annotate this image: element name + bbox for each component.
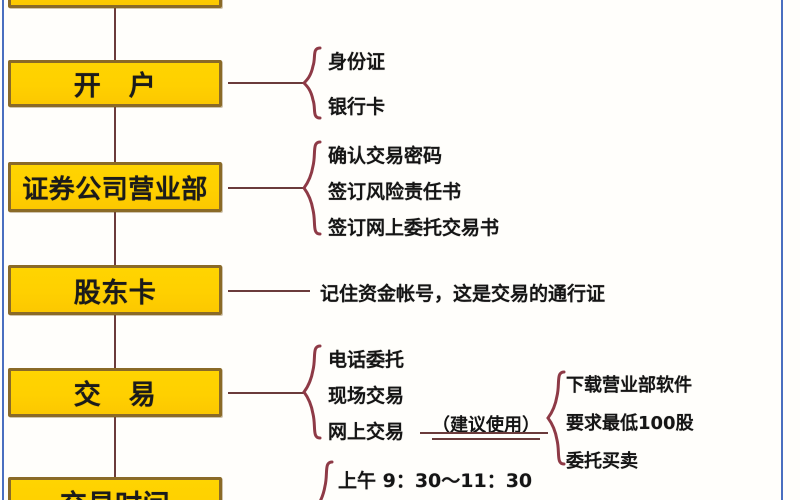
leaf-onsite-trade: 现场交易: [328, 385, 405, 407]
connector-branch-to-card: [114, 212, 116, 265]
lead-line-brokerage-branch: [228, 187, 304, 189]
node-trading-hours[interactable]: 交易时间: [8, 477, 222, 500]
node-brokerage-branch-label: 证券公司营业部: [22, 174, 208, 205]
node-trading-hours-label: 交易时间: [60, 483, 170, 500]
connector-trade-to-hours: [114, 417, 116, 477]
leaf-confirm-trade-password: 确认交易密码: [328, 145, 443, 167]
lead-line-shareholder-card: [228, 290, 310, 292]
page-right-rule: [781, 0, 783, 500]
lead-line-trade: [228, 392, 304, 394]
leaf-download-branch-software: 下载营业部软件: [566, 375, 692, 396]
leaf-online-trade-note: （建议使用）: [432, 411, 540, 440]
page-left-rule: [2, 0, 4, 500]
leaf-morning-session: 上午 9：30～11：30: [338, 470, 533, 492]
brace-open-account: [301, 46, 322, 120]
connector-top-to-open-account: [114, 8, 116, 60]
leaf-phone-order: 电话委托: [328, 349, 405, 371]
node-trade[interactable]: 交 易: [8, 368, 222, 417]
leaf-minimum-100-shares: 要求最低100股: [566, 413, 694, 434]
connector-open-account-to-branch: [114, 107, 116, 162]
leaf-sign-online-trade-agreement: 签订网上委托交易书: [328, 217, 500, 239]
lead-line-online-trade-detail: [420, 432, 548, 434]
node-shareholder-card[interactable]: 股东卡: [8, 265, 222, 315]
lead-line-open-account: [228, 82, 304, 84]
brace-trading-hours: [319, 460, 334, 500]
leaf-bank-card: 银行卡: [328, 96, 386, 118]
leaf-id-card: 身份证: [328, 51, 386, 73]
leaf-remember-fund-account: 记住资金帐号，这是交易的通行证: [320, 283, 606, 305]
brace-online-trade: [546, 370, 566, 466]
node-open-account-label: 开 户: [73, 71, 157, 102]
brace-brokerage-branch: [302, 140, 322, 236]
node-shareholder-card-label: 股东卡: [73, 277, 157, 309]
node-brokerage-branch[interactable]: 证券公司营业部: [8, 162, 222, 212]
leaf-entrusted-buy-sell: 委托买卖: [566, 451, 638, 472]
node-trade-label: 交 易: [73, 380, 157, 411]
node-open-account[interactable]: 开 户: [8, 60, 222, 107]
leaf-sign-risk-statement: 签订风险责任书: [328, 181, 462, 203]
brace-trade: [302, 344, 322, 440]
connector-card-to-trade: [114, 315, 116, 368]
leaf-online-trade: 网上交易: [328, 421, 405, 443]
node-top-partial[interactable]: [8, 0, 222, 8]
